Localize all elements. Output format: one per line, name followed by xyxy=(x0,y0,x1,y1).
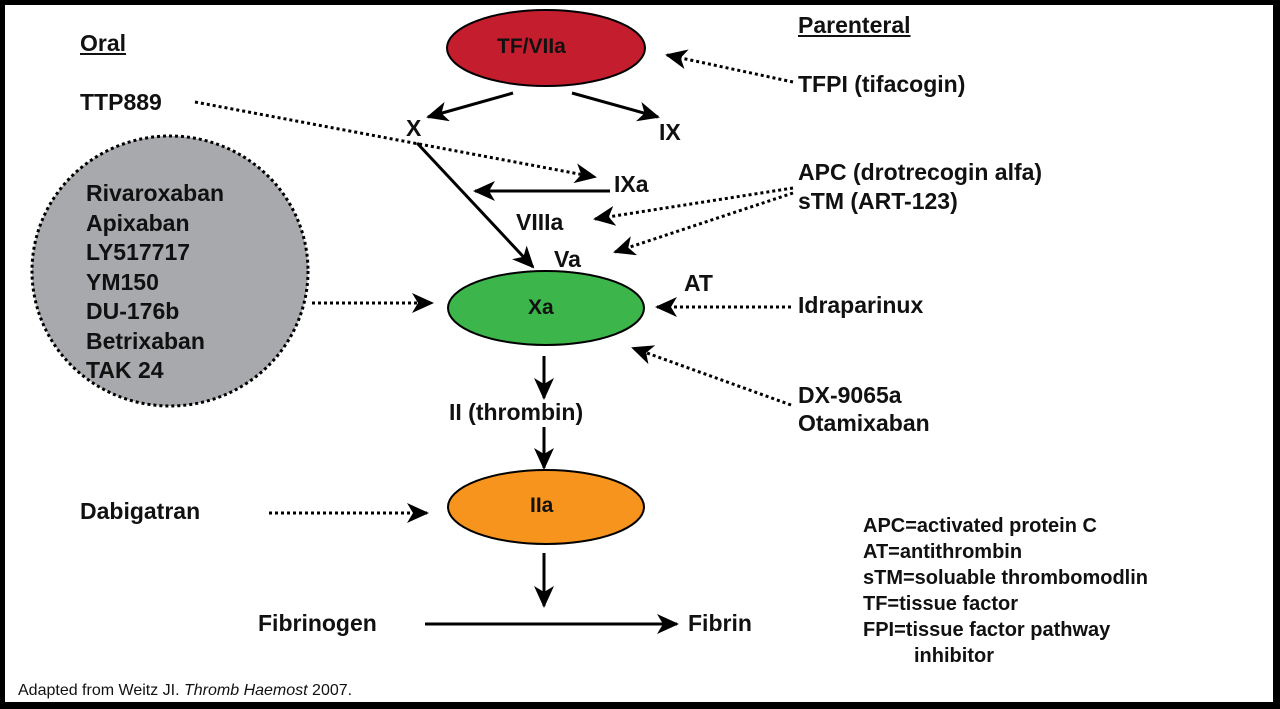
drug-idraparinux: Idraparinux xyxy=(798,292,924,318)
arrow-tf-to-ix xyxy=(571,91,660,122)
drug-ttp889: TTP889 xyxy=(80,89,162,115)
drug-ly517717: LY517717 xyxy=(86,239,191,265)
legend-fpi: FPI=tissue factor pathway xyxy=(863,619,1111,641)
tf-viia-label: TF/VIIa xyxy=(497,35,566,58)
diagram-graphics xyxy=(30,9,794,634)
drug-apc: APC (drotrecogin alfa) xyxy=(798,159,1043,185)
drug-betrixaban: Betrixaban xyxy=(86,327,205,354)
abbreviation-legend: APC=activated protein C AT=antithrombin … xyxy=(863,513,1148,669)
legend-tf: TF=tissue factor xyxy=(863,593,1019,615)
dotted-arrow-stm-to-va xyxy=(613,191,794,256)
drug-apixaban: Apixaban xyxy=(86,209,190,236)
arrow-tf-to-x xyxy=(426,91,514,122)
drug-tfpi: TFPI (tifacogin) xyxy=(798,71,966,97)
drug-otamixaban: Otamixaban xyxy=(798,410,930,436)
tf-viia-node xyxy=(446,9,646,87)
legend-fpi-cont: inhibitor xyxy=(914,645,994,667)
xa-node xyxy=(447,270,645,346)
legend-at: AT=antithrombin xyxy=(863,541,1023,563)
drug-rivaroxaban: Rivaroxaban xyxy=(86,180,225,206)
legend-apc: APC=activated protein C xyxy=(863,515,1097,537)
drug-du176b: DU-176b xyxy=(86,298,180,324)
drug-stm: sTM (ART-123) xyxy=(798,188,958,214)
factor-ii-thrombin: II (thrombin) xyxy=(449,399,584,425)
fibrinogen-label: Fibrinogen xyxy=(258,610,377,636)
factor-ix: IX xyxy=(659,119,681,145)
credit-year: 2007. xyxy=(307,682,353,699)
oral-header: Oral xyxy=(80,30,127,56)
credit-prefix: Adapted from Weitz JI. xyxy=(18,682,184,699)
drug-tak24: TAK 24 xyxy=(86,357,164,383)
credit-journal: Thromb Haemost xyxy=(184,682,308,699)
source-credit: Adapted from Weitz JI. Thromb Haemost 20… xyxy=(18,682,352,700)
xa-inhibitor-list: Rivaroxaban Apixaban LY517717 YM150 DU-1… xyxy=(86,179,224,386)
iia-node xyxy=(447,469,645,545)
xa-inhibitor-group-circle xyxy=(30,134,310,408)
xa-label: Xa xyxy=(528,296,554,319)
dotted-arrow-tfpi-to-tf xyxy=(665,49,794,84)
factor-ixa: IXa xyxy=(614,171,649,197)
drug-dx9065a: DX-9065a xyxy=(798,382,902,408)
arrow-x-to-xa xyxy=(415,141,535,269)
dotted-arrow-dx-to-xa xyxy=(631,345,792,407)
parenteral-header: Parenteral xyxy=(798,12,911,38)
at-label: AT xyxy=(684,270,713,296)
drug-ym150: YM150 xyxy=(86,268,159,295)
factor-va: Va xyxy=(554,246,581,272)
factor-x: X xyxy=(406,115,422,141)
dotted-arrow-ttp889-to-ixa xyxy=(194,100,597,184)
iia-label: IIa xyxy=(530,494,554,517)
factor-viiia: VIIIa xyxy=(516,209,564,235)
fibrin-label: Fibrin xyxy=(688,610,752,636)
drug-dabigatran: Dabigatran xyxy=(80,498,201,524)
legend-stm: sTM=soluable thrombomodlin xyxy=(863,567,1149,589)
diagram-canvas: Oral Parenteral TF/VIIa Xa IIa X IX IXa … xyxy=(5,5,1273,702)
